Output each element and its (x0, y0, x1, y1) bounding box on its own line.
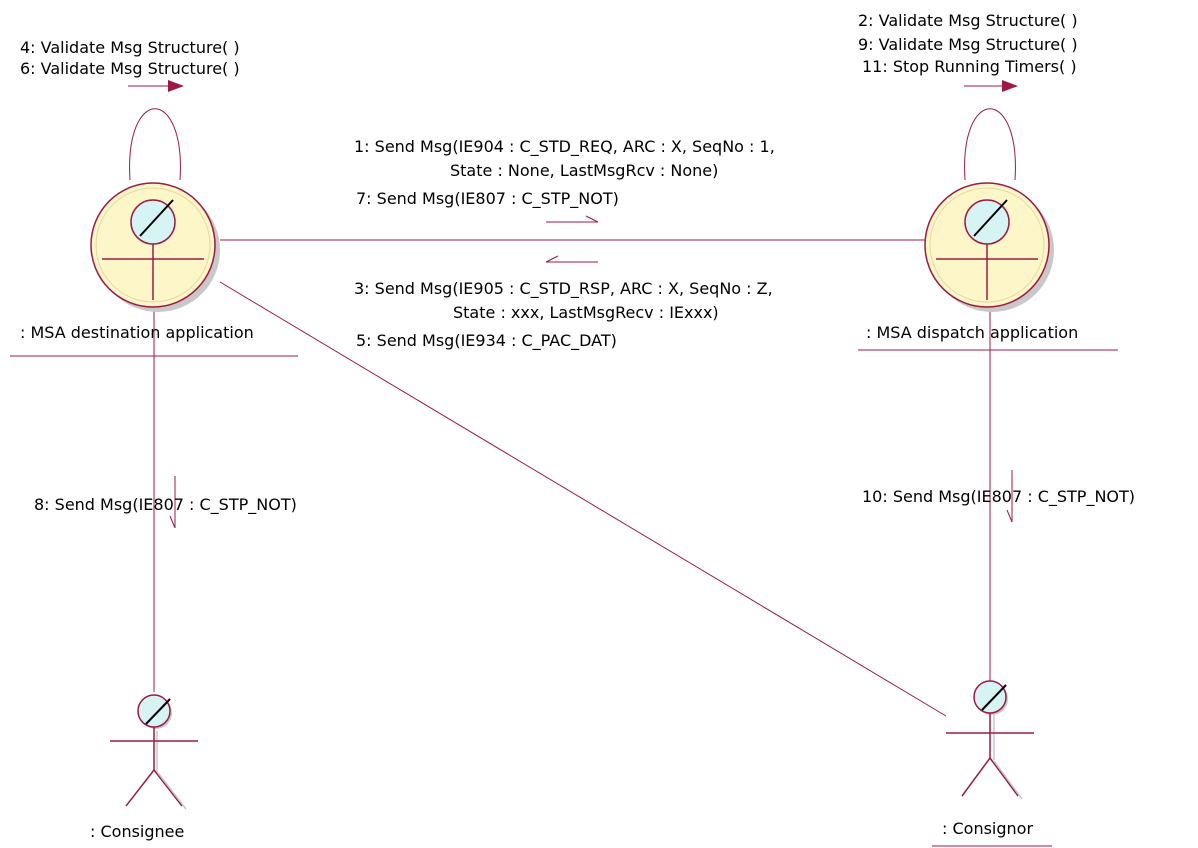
message-4-label: 4: Validate Msg Structure( ) (20, 38, 240, 57)
consignee-object[interactable]: : Consignee (90, 694, 198, 841)
message-1-label-line1: 1: Send Msg(IE904 : C_STD_REQ, ARC : X, … (354, 137, 775, 157)
message-arrow-right (546, 215, 599, 223)
dispatch-label: : MSA dispatch application (866, 323, 1078, 342)
message-7-label: 7: Send Msg(IE807 : C_STP_NOT) (356, 189, 619, 209)
self-link-dispatch (964, 108, 1016, 181)
self-message-arrow-destination (128, 80, 184, 92)
destination-object[interactable]: : MSA destination application (10, 182, 298, 357)
message-5-label: 5: Send Msg(IE934 : C_PAC_DAT) (356, 331, 617, 351)
boundary-control-icon (924, 182, 1054, 312)
link-destination-consignor (219, 281, 947, 717)
actor-icon (946, 680, 1034, 800)
consignor-label: : Consignor (942, 819, 1033, 838)
message-11-label: 11: Stop Running Timers( ) (862, 57, 1077, 76)
message-3-label-line2: State : xxx, LastMsgRecv : IExxx) (453, 303, 719, 322)
message-10-label: 10: Send Msg(IE807 : C_STP_NOT) (862, 487, 1135, 507)
self-message-arrow-dispatch (964, 80, 1018, 92)
self-link-destination (129, 108, 181, 181)
message-6-label: 6: Validate Msg Structure( ) (20, 59, 240, 78)
message-9-label: 9: Validate Msg Structure( ) (858, 35, 1078, 54)
message-arrow-left (545, 255, 598, 263)
boundary-control-icon (90, 182, 220, 312)
message-8-label: 8: Send Msg(IE807 : C_STP_NOT) (34, 495, 297, 515)
message-2-label: 2: Validate Msg Structure( ) (858, 11, 1078, 30)
dispatch-object[interactable]: : MSA dispatch application (858, 182, 1118, 351)
message-arrow-down-consignee (169, 476, 176, 529)
consignor-object[interactable]: : Consignor (932, 680, 1052, 847)
actor-icon (110, 694, 198, 810)
message-3-label-line1: 3: Send Msg(IE905 : C_STD_RSP, ARC : X, … (354, 279, 773, 299)
message-arrow-down-consignor (1006, 470, 1013, 523)
consignee-label: : Consignee (90, 822, 184, 841)
message-1-label-line2: State : None, LastMsgRcv : None) (450, 161, 718, 180)
destination-label: : MSA destination application (20, 323, 254, 342)
